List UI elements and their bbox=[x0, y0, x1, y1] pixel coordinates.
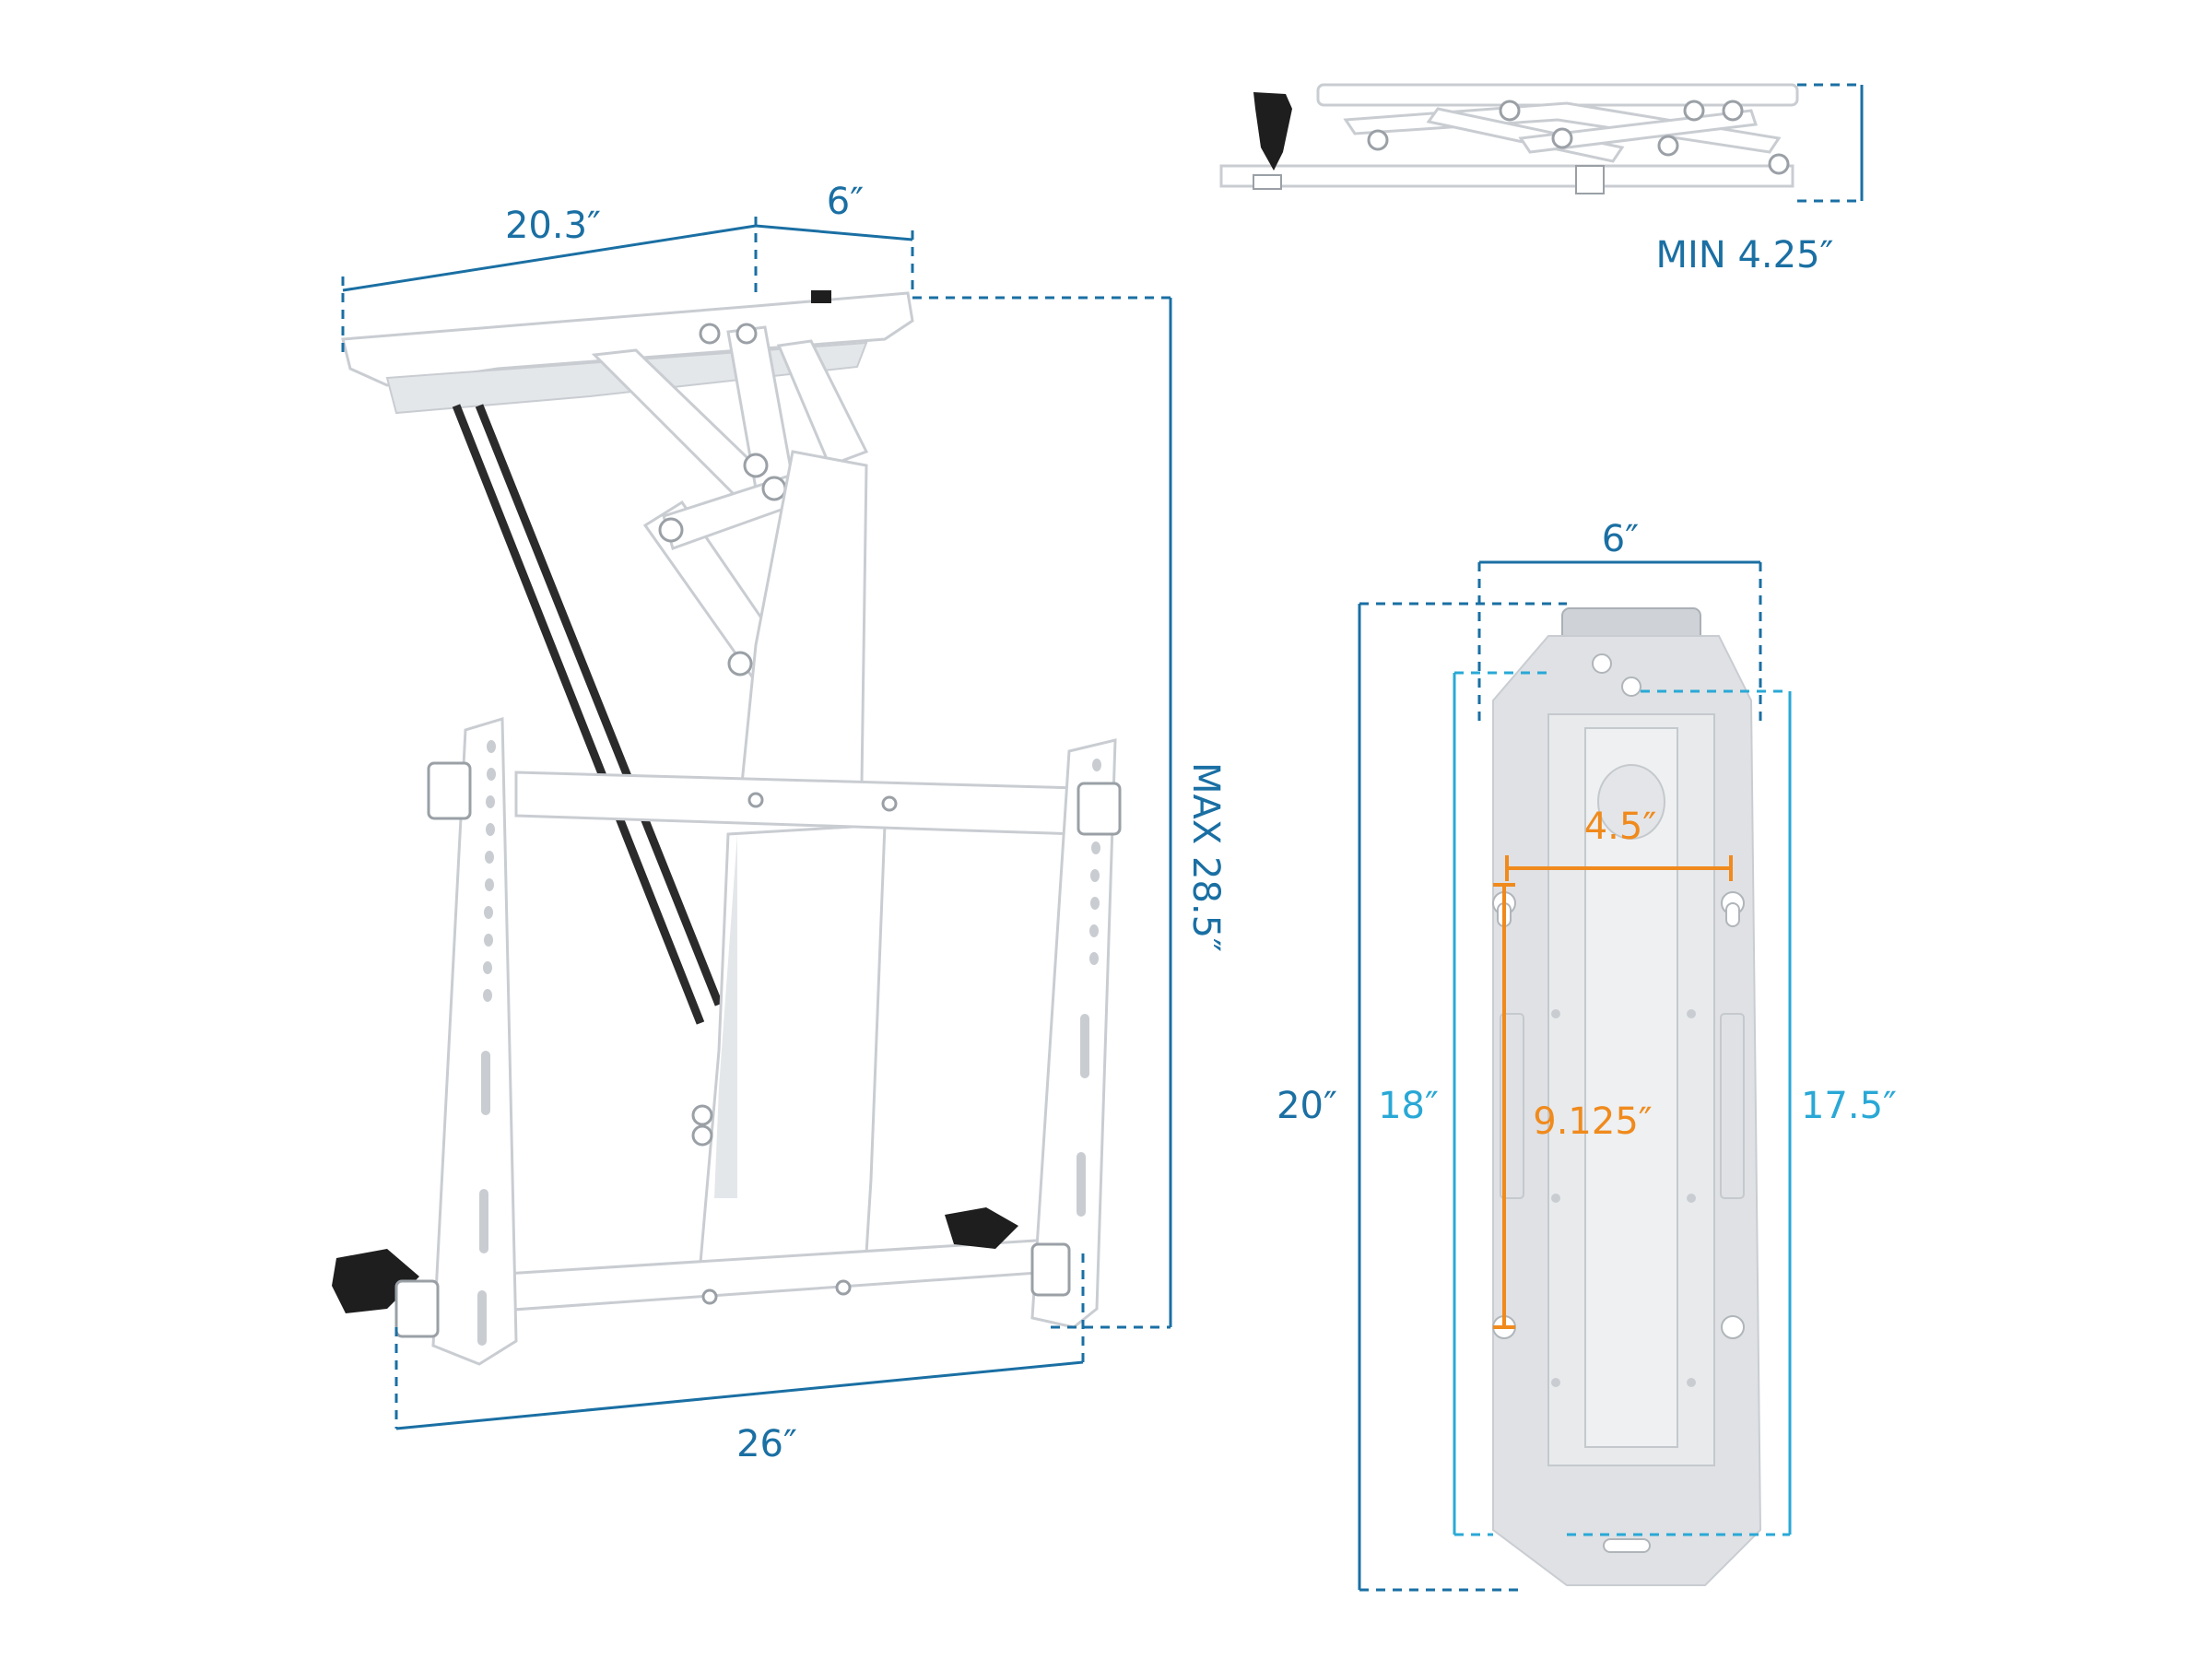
dimension-label-hole-spacing-horizontal: 4.5″ bbox=[1584, 806, 1657, 848]
dimension-label-plate-hole-span: 18″ bbox=[1378, 1085, 1439, 1127]
dimension-label-tv-bracket-width: 26″ bbox=[736, 1423, 797, 1465]
plate-notch-icon bbox=[811, 290, 831, 303]
dimension-label-mount-depth: 20.3″ bbox=[505, 205, 601, 247]
dimension-label-min-height: MIN 4.25″ bbox=[1656, 234, 1834, 276]
collapsed-ceiling-plate bbox=[1316, 83, 1799, 107]
crossbar-clamps bbox=[394, 761, 1122, 1338]
pivot-bolts bbox=[658, 323, 787, 677]
frame-bolts bbox=[691, 792, 898, 1305]
collapsed-scissor-arms bbox=[1343, 101, 1782, 163]
dimension-label-plate-length: 20″ bbox=[1277, 1085, 1337, 1127]
collapsed-tv-bracket bbox=[1219, 164, 1794, 188]
plate-dimension-lines-blue bbox=[1358, 560, 1762, 1592]
collapsed-mount-illustration bbox=[1219, 83, 1799, 194]
plate-screws bbox=[1551, 1009, 1696, 1387]
collapsed-pivot-bolts bbox=[1367, 100, 1790, 175]
main-dimension-lines bbox=[341, 217, 1172, 1430]
collapsed-handle-icon bbox=[1253, 92, 1292, 171]
upper-crossbar bbox=[514, 771, 1080, 836]
min-height-dimension-lines bbox=[1797, 83, 1864, 203]
dimension-label-mount-width: 6″ bbox=[827, 181, 864, 223]
dimension-label-plate-width: 6″ bbox=[1602, 518, 1639, 560]
mount-illustration bbox=[332, 290, 1122, 1366]
dimension-label-hole-spacing-vertical: 9.125″ bbox=[1533, 1100, 1652, 1143]
plate-dimension-lines-orange bbox=[1493, 855, 1733, 1329]
left-tv-rail bbox=[431, 716, 518, 1366]
column-shadow bbox=[714, 834, 737, 1198]
support-rods bbox=[452, 404, 724, 1025]
plate-dimension-lines-cyan bbox=[1453, 671, 1792, 1536]
dimension-label-plate-inner-length: 17.5″ bbox=[1801, 1085, 1897, 1127]
dimension-label-max-height: MAX 28.5″ bbox=[1184, 762, 1227, 952]
ceiling-plate-top-view bbox=[1492, 607, 1762, 1586]
ceiling-plate bbox=[341, 291, 914, 387]
plate-side-slots bbox=[1500, 1013, 1745, 1199]
right-tv-rail bbox=[1030, 738, 1117, 1329]
